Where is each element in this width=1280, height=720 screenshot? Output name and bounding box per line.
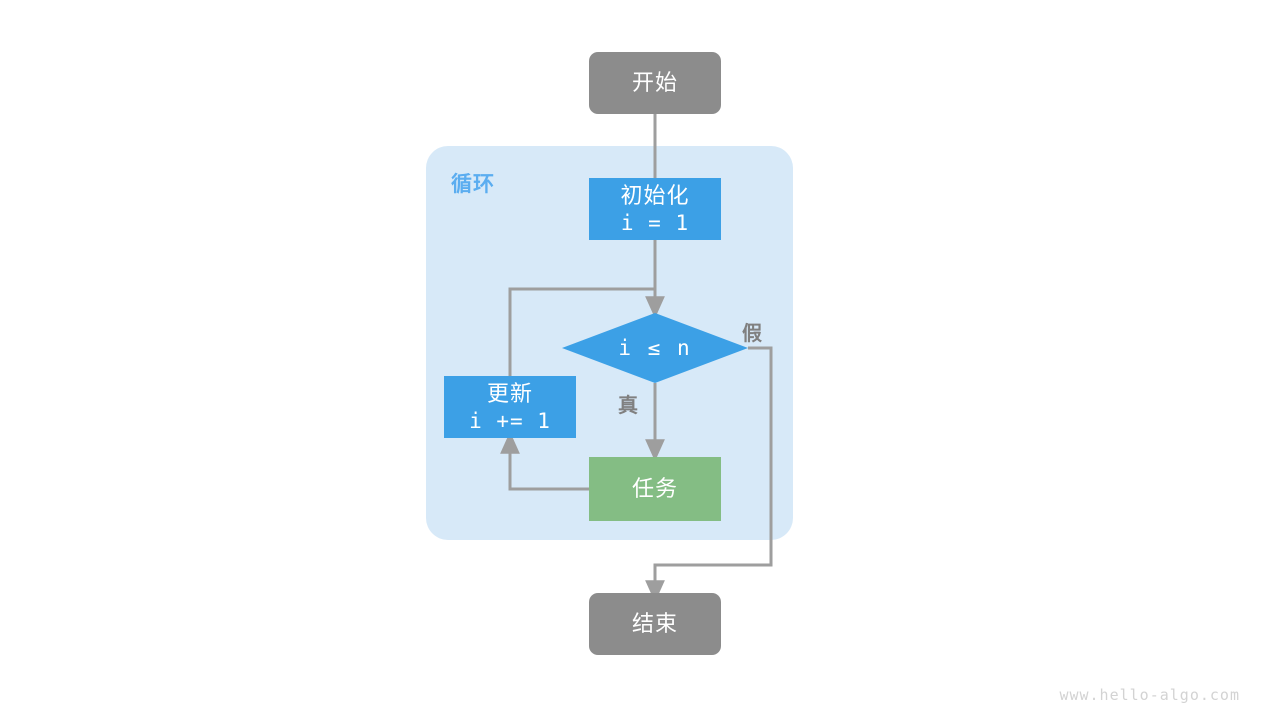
node-init-code: i = 1: [620, 210, 690, 235]
edge-label-false: 假: [742, 323, 762, 345]
node-end-label: 结束: [631, 611, 678, 637]
loop-group-label: 循环: [451, 173, 495, 196]
edge-decision-false-to-end: [645, 346, 773, 603]
node-task[interactable]: 任务: [589, 457, 721, 521]
node-update[interactable]: 更新 i += 1: [444, 376, 576, 438]
edge-label-true: 真: [618, 395, 638, 417]
decision-diamond: [562, 313, 748, 383]
node-update-code: i += 1: [469, 408, 551, 433]
node-init[interactable]: 初始化 i = 1: [589, 178, 721, 240]
decision-label: i ≤ n: [618, 336, 692, 360]
edge-update-to-decision: [508, 287, 655, 376]
node-start-label: 开始: [631, 70, 678, 96]
node-task-label: 任务: [631, 476, 678, 502]
edge-task-to-update: [500, 431, 589, 491]
node-start[interactable]: 开始: [589, 52, 721, 114]
node-end[interactable]: 结束: [589, 593, 721, 655]
node-update-label: 更新: [486, 380, 533, 406]
node-init-label: 初始化: [620, 182, 690, 208]
watermark: www.hello-algo.com: [1059, 686, 1240, 704]
